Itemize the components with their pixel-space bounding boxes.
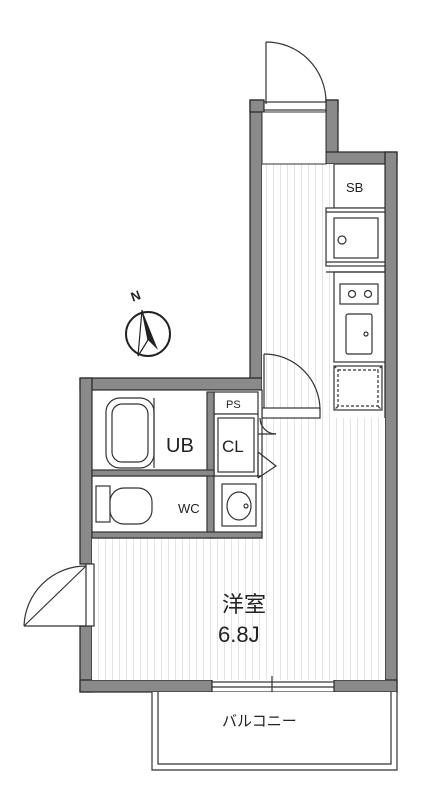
label-western-room: 洋室	[222, 592, 266, 617]
label-western-room-size: 6.8J	[218, 622, 260, 647]
label-cl: CL	[222, 437, 244, 456]
label-north: N	[129, 287, 143, 304]
entry-floor	[261, 111, 327, 165]
label-balcony: バルコニー	[222, 713, 297, 730]
living-room-floor	[92, 538, 385, 680]
balcony	[151, 692, 398, 771]
walls	[79, 99, 398, 693]
compass	[125, 309, 171, 357]
kitchen-counter	[325, 163, 386, 411]
label-wc: WC	[178, 501, 200, 516]
label-sb: SB	[346, 180, 363, 195]
entry-door	[263, 41, 327, 111]
bath-block	[91, 389, 263, 539]
side-door	[23, 563, 95, 627]
living-room-floor-upper	[262, 418, 385, 538]
closet-door	[257, 417, 278, 479]
corridor-floor	[262, 164, 334, 418]
label-ub: UB	[166, 435, 194, 457]
label-ps: PS	[226, 399, 241, 411]
